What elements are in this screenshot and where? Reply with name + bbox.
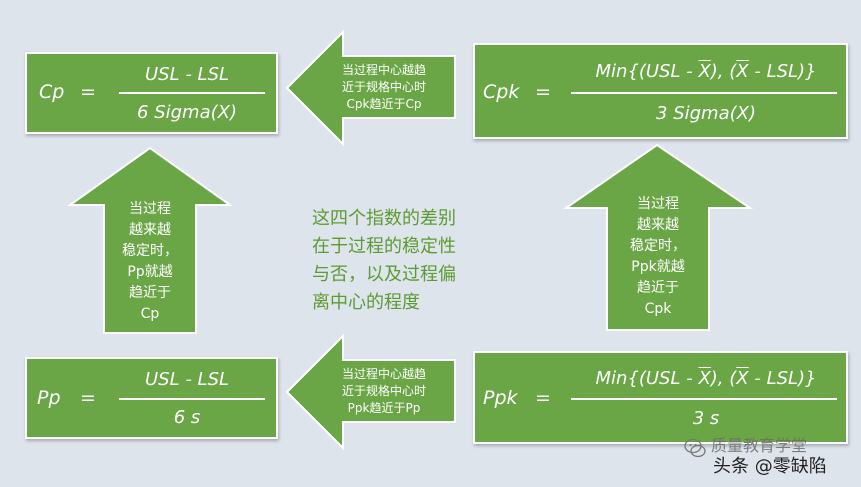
arrow-top-line: Cpk趋近于Cp	[346, 97, 422, 111]
arrow-right-line: Cpk	[644, 301, 672, 317]
formula-box-pp: Pp = USL - LSL 6 s	[25, 357, 278, 439]
ppk-num-part2: ), (	[710, 368, 737, 389]
arrow-left-label: 当过程 越来越 稳定时， Pp就越 趋近于 Cp	[104, 199, 196, 325]
cp-fraction-bar	[119, 92, 265, 94]
ppk-denominator: 3 s	[692, 408, 720, 429]
cpk-num-part3: - LSL)}	[748, 61, 817, 82]
ppk-num-xbar1: X	[698, 368, 711, 389]
arrow-left-line: 当过程	[129, 201, 171, 217]
arrow-right-line: 越来越	[637, 217, 679, 233]
watermark-line2: 头条 @零缺陷	[713, 456, 827, 477]
formula-box-cp: Cp = USL - LSL 6 Sigma(X)	[25, 52, 278, 134]
ppk-lhs: Ppk	[483, 387, 518, 409]
arrow-top-line: 近于规格中心时	[341, 80, 426, 94]
ppk-equals: =	[535, 387, 551, 409]
cp-lhs: Cp	[39, 81, 65, 103]
center-note-line: 在于过程的稳定性	[312, 236, 456, 257]
arrow-right-line: 趋近于	[637, 280, 679, 296]
arrow-right-line: Ppk就越	[631, 259, 685, 275]
formula-box-cpk: Cpk = Min{(USL - X), (X - LSL)} 3 Sigma(…	[473, 43, 848, 139]
arrow-right-line: 稳定时，	[630, 238, 686, 254]
ppk-num-part3: - LSL)}	[748, 368, 817, 389]
arrow-left-line: Pp就越	[127, 264, 173, 280]
cpk-fraction-bar	[571, 92, 837, 94]
center-note: 这四个指数的差别 在于过程的稳定性 与否，以及过程偏 离中心的程度	[312, 205, 522, 317]
arrow-up-left	[66, 146, 234, 334]
arrow-left-line: 越来越	[129, 222, 171, 238]
arrow-bottom-line: Ppk趋近于Pp	[347, 401, 421, 415]
cpk-lhs: Cpk	[483, 81, 520, 103]
cpk-num-part1: Min{(USL -	[595, 61, 699, 82]
arrow-right-line: 当过程	[637, 196, 679, 212]
center-note-line: 与否，以及过程偏	[312, 264, 456, 285]
arrow-bottom-line: 近于规格中心时	[341, 384, 426, 398]
ppk-numerator: Min{(USL - X), (X - LSL)}	[575, 368, 837, 389]
center-note-line: 离中心的程度	[312, 292, 420, 313]
arrow-left-line: 趋近于	[129, 285, 171, 301]
cp-numerator: USL - LSL	[144, 64, 230, 85]
pp-fraction-bar	[119, 398, 265, 400]
center-note-line: 这四个指数的差别	[312, 208, 456, 229]
arrow-bottom-label: 当过程中心越趋 近于规格中心时 Ppk趋近于Pp	[318, 366, 450, 417]
cpk-denominator: 3 Sigma(X)	[656, 103, 756, 124]
pp-lhs: Pp	[37, 387, 61, 409]
cpk-numerator: Min{(USL - X), (X - LSL)}	[575, 61, 837, 82]
cp-denominator: 6 Sigma(X)	[137, 102, 237, 123]
pp-numerator: USL - LSL	[144, 369, 230, 390]
arrow-left-line: Cp	[140, 306, 160, 322]
ppk-fraction-bar	[571, 398, 837, 400]
pp-equals: =	[80, 387, 96, 409]
cpk-num-xbar1: X	[698, 61, 711, 82]
arrow-left-bottom	[285, 333, 456, 451]
watermark-line1: 质量教育学堂	[711, 436, 808, 455]
arrow-left-line: 稳定时，	[122, 243, 178, 259]
ppk-num-xbar2: X	[736, 368, 749, 389]
arrow-bottom-line: 当过程中心越趋	[341, 367, 426, 381]
arrow-left-top	[285, 29, 456, 147]
cpk-num-xbar2: X	[736, 61, 749, 82]
arrow-right-label: 当过程 越来越 稳定时， Ppk就越 趋近于 Cpk	[607, 194, 709, 320]
formula-box-ppk: Ppk = Min{(USL - X), (X - LSL)} 3 s	[473, 351, 848, 444]
cpk-equals: =	[535, 81, 551, 103]
cp-equals: =	[80, 81, 96, 103]
watermark: 质量教育学堂 头条 @零缺陷	[683, 432, 858, 482]
wechat-icon	[684, 438, 706, 458]
pp-denominator: 6 s	[173, 407, 201, 428]
ppk-num-part1: Min{(USL -	[595, 368, 699, 389]
cpk-num-part2: ), (	[710, 61, 737, 82]
arrow-top-line: 当过程中心越趋	[341, 63, 426, 77]
arrow-up-right	[562, 143, 754, 331]
arrow-top-label: 当过程中心越趋 近于规格中心时 Cpk趋近于Cp	[318, 62, 450, 113]
